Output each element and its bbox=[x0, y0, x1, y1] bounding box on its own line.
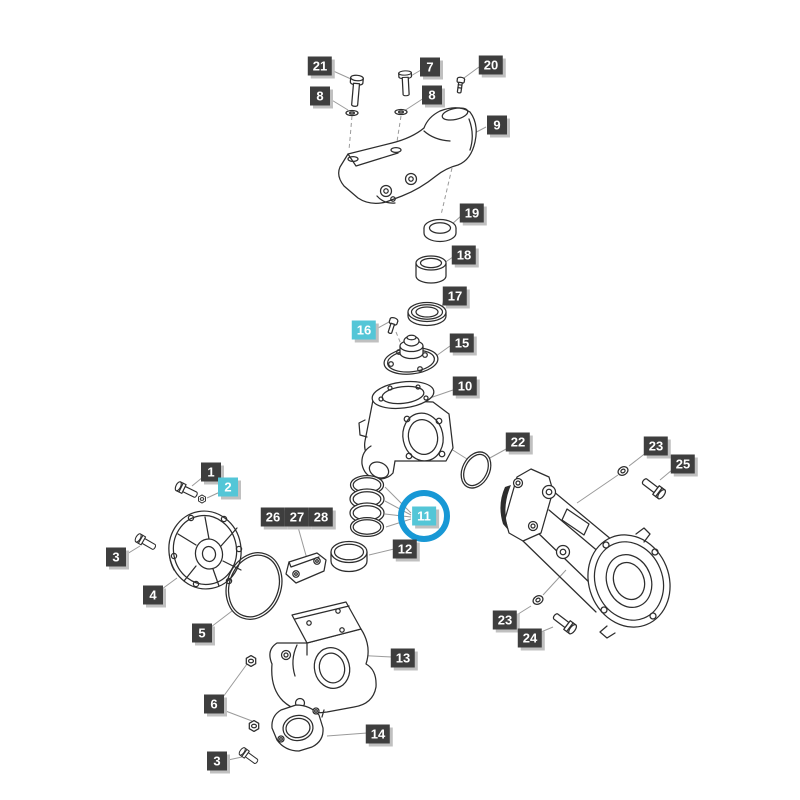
part-badge-4[interactable]: 4 bbox=[143, 585, 163, 605]
seal-ring-17-drawing bbox=[407, 301, 447, 327]
bearing-cover-4-drawing bbox=[168, 510, 243, 590]
part-badge-3[interactable]: 3 bbox=[207, 751, 227, 771]
bolt-16-drawing bbox=[387, 316, 399, 335]
part-badge-8[interactable]: 8 bbox=[310, 86, 330, 106]
part-badge-24[interactable]: 24 bbox=[517, 628, 543, 648]
bearing-19-drawing bbox=[423, 218, 457, 243]
part-badge-1[interactable]: 1 bbox=[201, 462, 221, 482]
part-badge-27[interactable]: 27 bbox=[284, 507, 310, 527]
sleeve-18-drawing bbox=[415, 255, 447, 284]
part-badge-21[interactable]: 21 bbox=[307, 56, 333, 76]
part-badge-25[interactable]: 25 bbox=[670, 454, 696, 474]
part-badge-28[interactable]: 28 bbox=[308, 507, 334, 527]
o-ring-5-drawing bbox=[225, 552, 283, 620]
part-badge-5[interactable]: 5 bbox=[192, 623, 212, 643]
flange-14-drawing bbox=[271, 704, 324, 752]
knuckle-case-10-drawing bbox=[358, 380, 454, 480]
part-badge-17[interactable]: 17 bbox=[442, 286, 468, 306]
axle-housing-drawing bbox=[500, 468, 671, 639]
part-badge-11-highlighted[interactable]: 11 bbox=[412, 506, 436, 526]
part-badge-7[interactable]: 7 bbox=[420, 57, 440, 77]
part-badge-8[interactable]: 8 bbox=[422, 85, 442, 105]
steering-bracket-9-drawing bbox=[338, 107, 477, 204]
part-badge-14[interactable]: 14 bbox=[365, 724, 391, 744]
part-badge-26[interactable]: 26 bbox=[260, 507, 286, 527]
part-badge-19[interactable]: 19 bbox=[459, 203, 485, 223]
part-badge-23[interactable]: 23 bbox=[492, 610, 518, 630]
part-badge-18[interactable]: 18 bbox=[451, 245, 477, 265]
screw-20-drawing bbox=[456, 76, 466, 94]
part-badge-12[interactable]: 12 bbox=[392, 539, 418, 559]
highlight-ring bbox=[398, 490, 450, 542]
part-badge-22[interactable]: 22 bbox=[505, 432, 531, 452]
o-ring-22-drawing bbox=[460, 451, 492, 489]
part-badge-10[interactable]: 10 bbox=[452, 376, 478, 396]
part-badge-15[interactable]: 15 bbox=[449, 333, 475, 353]
part-badge-6[interactable]: 6 bbox=[204, 694, 224, 714]
bushing-12-drawing bbox=[330, 540, 368, 573]
link-plate-26-28-drawing bbox=[285, 552, 327, 584]
knuckle-housing-13-drawing bbox=[269, 601, 377, 720]
part-badge-20[interactable]: 20 bbox=[478, 55, 504, 75]
part-badge-16[interactable]: 16 bbox=[351, 320, 377, 340]
seal-stack-11-drawing bbox=[349, 474, 385, 538]
kingpin-flange-15-drawing bbox=[383, 334, 439, 375]
part-badge-2[interactable]: 2 bbox=[218, 477, 238, 497]
part-badge-9[interactable]: 9 bbox=[487, 115, 507, 135]
part-badge-13[interactable]: 13 bbox=[390, 648, 416, 668]
part-badge-23[interactable]: 23 bbox=[643, 436, 669, 456]
part-badge-3[interactable]: 3 bbox=[106, 547, 126, 567]
